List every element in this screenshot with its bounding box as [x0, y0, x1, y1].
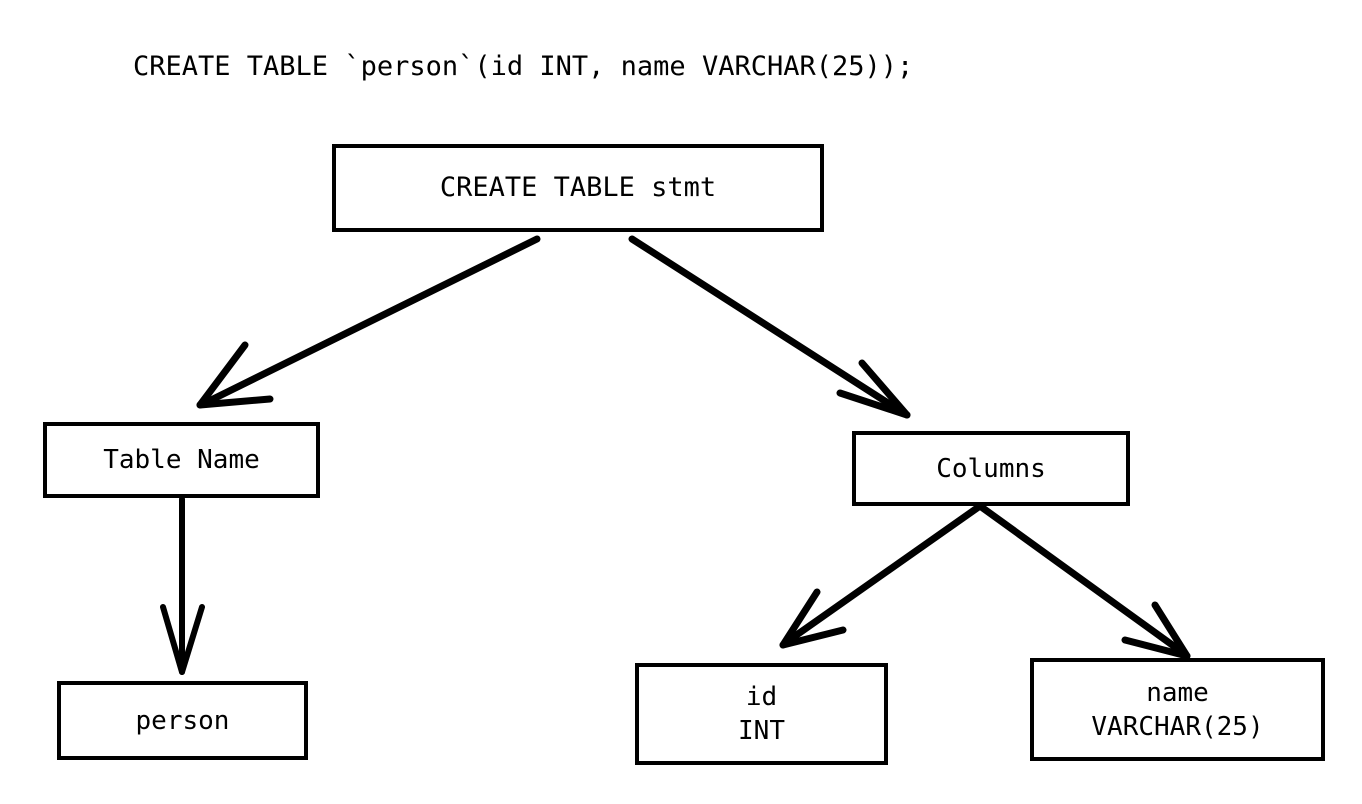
edge-root-to-columns — [628, 235, 911, 419]
node-columns[interactable]: Columns — [852, 431, 1130, 506]
edge-table-name-to-person — [160, 496, 205, 675]
node-column-id[interactable]: id INT — [635, 663, 888, 765]
node-label: Columns — [936, 453, 1046, 484]
node-label: CREATE TABLE stmt — [439, 172, 717, 203]
edge-columns-to-name — [976, 502, 1191, 660]
sql-statement-title: CREATE TABLE `person`(id INT, name VARCH… — [133, 51, 914, 82]
node-label-type: VARCHAR(25) — [1091, 711, 1264, 742]
node-label: Table Name — [103, 445, 260, 475]
node-table-name[interactable]: Table Name — [43, 422, 320, 498]
node-person[interactable]: person — [57, 681, 308, 760]
edge-root-to-table-name — [196, 235, 541, 409]
node-label-name: name — [1146, 677, 1209, 708]
node-column-name[interactable]: name VARCHAR(25) — [1030, 658, 1325, 761]
node-label-type: INT — [738, 716, 785, 746]
node-label-name: id — [745, 682, 778, 712]
node-label: person — [135, 705, 230, 736]
edge-columns-to-id — [779, 502, 984, 649]
node-create-table-stmt[interactable]: CREATE TABLE stmt — [332, 144, 824, 232]
